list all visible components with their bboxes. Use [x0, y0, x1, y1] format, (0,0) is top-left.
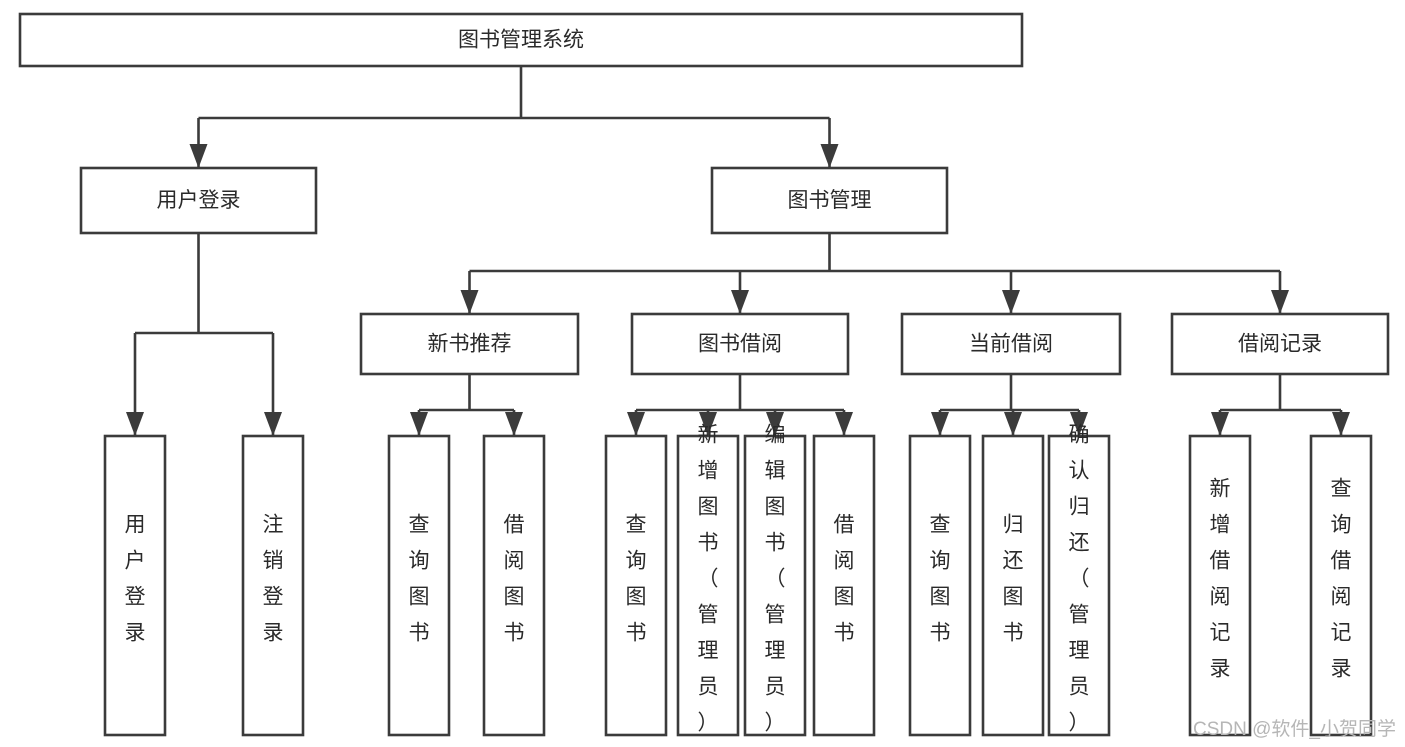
label-new-book-recommend: 新书推荐 — [428, 333, 512, 356]
book-borrow-to-leaves-arrow-1 — [699, 412, 717, 436]
leaf-node-leaf-query-record[interactable]: 查询借阅记录 — [1309, 434, 1373, 737]
leaf-node-leaf-query-book-2[interactable]: 查询图书 — [604, 434, 668, 737]
leaf-node-leaf-add-book[interactable]: 新增图书（管理员） — [676, 424, 740, 737]
root-to-level2-arrow-0 — [189, 144, 208, 168]
leaf-node-leaf-confirm-return[interactable]: 确认归还（管理员） — [1047, 424, 1111, 737]
borrow-record-to-leaves-arrow-1 — [1332, 412, 1350, 436]
label-leaf-query-book-1: 查询图书 — [409, 514, 430, 645]
label-book-management: 图书管理 — [788, 189, 872, 212]
watermark-label: CSDN @软件_小贺同学 — [1193, 718, 1396, 740]
label-leaf-return-book: 归还图书 — [1003, 514, 1024, 645]
root-to-level2-arrow-1 — [820, 144, 839, 168]
node-root-图书管理系统[interactable]: 图书管理系统 — [18, 12, 1024, 68]
label-leaf-borrow-book-2: 借阅图书 — [834, 514, 855, 645]
node-book-borrow[interactable]: 图书借阅 — [630, 312, 850, 376]
label-book-borrow: 图书借阅 — [698, 333, 782, 356]
label-user-login: 用户登录 — [157, 189, 241, 212]
book-management-to-level3-arrow-1 — [731, 290, 749, 314]
leaf-node-leaf-user-logout[interactable]: 注销登录 — [241, 434, 305, 737]
new-book-recommend-to-leaves-arrow-0 — [410, 412, 428, 436]
new-book-recommend-to-leaves-arrow-1 — [505, 412, 523, 436]
label-leaf-edit-book: 编辑图书（管理员） — [765, 424, 786, 735]
node-new-book-recommend[interactable]: 新书推荐 — [359, 312, 580, 376]
node-user-login[interactable]: 用户登录 — [79, 166, 318, 235]
book-borrow-to-leaves-arrow-3 — [835, 412, 853, 436]
leaf-node-leaf-return-book[interactable]: 归还图书 — [981, 434, 1045, 737]
label-current-borrow: 当前借阅 — [969, 333, 1053, 356]
user-login-to-leaves-arrow-1 — [264, 412, 282, 436]
label-leaf-query-book-3: 查询图书 — [930, 514, 951, 645]
book-borrow-to-leaves-arrow-0 — [627, 412, 645, 436]
user-login-to-leaves-arrow-0 — [126, 412, 144, 436]
node-borrow-record[interactable]: 借阅记录 — [1170, 312, 1390, 376]
book-management-to-level3-arrow-2 — [1002, 290, 1020, 314]
label-borrow-record: 借阅记录 — [1238, 333, 1322, 356]
book-management-to-level3-arrow-3 — [1271, 290, 1289, 314]
borrow-record-to-leaves-arrow-0 — [1211, 412, 1229, 436]
leaf-node-leaf-borrow-book-2[interactable]: 借阅图书 — [812, 434, 876, 737]
node-current-borrow[interactable]: 当前借阅 — [900, 312, 1122, 376]
leaf-node-leaf-edit-book[interactable]: 编辑图书（管理员） — [743, 424, 807, 737]
label-leaf-borrow-book-1: 借阅图书 — [504, 514, 525, 645]
label-leaf-add-record: 新增借阅记录 — [1210, 478, 1231, 681]
label-leaf-confirm-return: 确认归还（管理员） — [1069, 424, 1090, 735]
label-leaf-query-record: 查询借阅记录 — [1331, 478, 1352, 681]
current-borrow-to-leaves-arrow-1 — [1004, 412, 1022, 436]
label-leaf-add-book: 新增图书（管理员） — [698, 424, 719, 735]
node-book-management[interactable]: 图书管理 — [710, 166, 949, 235]
leaf-node-leaf-borrow-book-1[interactable]: 借阅图书 — [482, 434, 546, 737]
label-leaf-query-book-2: 查询图书 — [626, 514, 647, 645]
book-management-to-level3-arrow-0 — [460, 290, 479, 314]
root-label: 图书管理系统 — [458, 29, 584, 52]
current-borrow-to-leaves-arrow-0 — [931, 412, 949, 436]
leaf-node-leaf-add-record[interactable]: 新增借阅记录 — [1188, 434, 1252, 737]
leaf-node-leaf-query-book-1[interactable]: 查询图书 — [387, 434, 451, 737]
leaf-node-leaf-query-book-3[interactable]: 查询图书 — [908, 434, 972, 737]
book-borrow-to-leaves-arrow-2 — [766, 412, 784, 436]
label-leaf-user-login: 用户登录 — [125, 514, 146, 645]
label-leaf-user-logout: 注销登录 — [263, 514, 284, 645]
leaf-node-leaf-user-login[interactable]: 用户登录 — [103, 434, 167, 737]
current-borrow-to-leaves-arrow-2 — [1070, 412, 1088, 436]
